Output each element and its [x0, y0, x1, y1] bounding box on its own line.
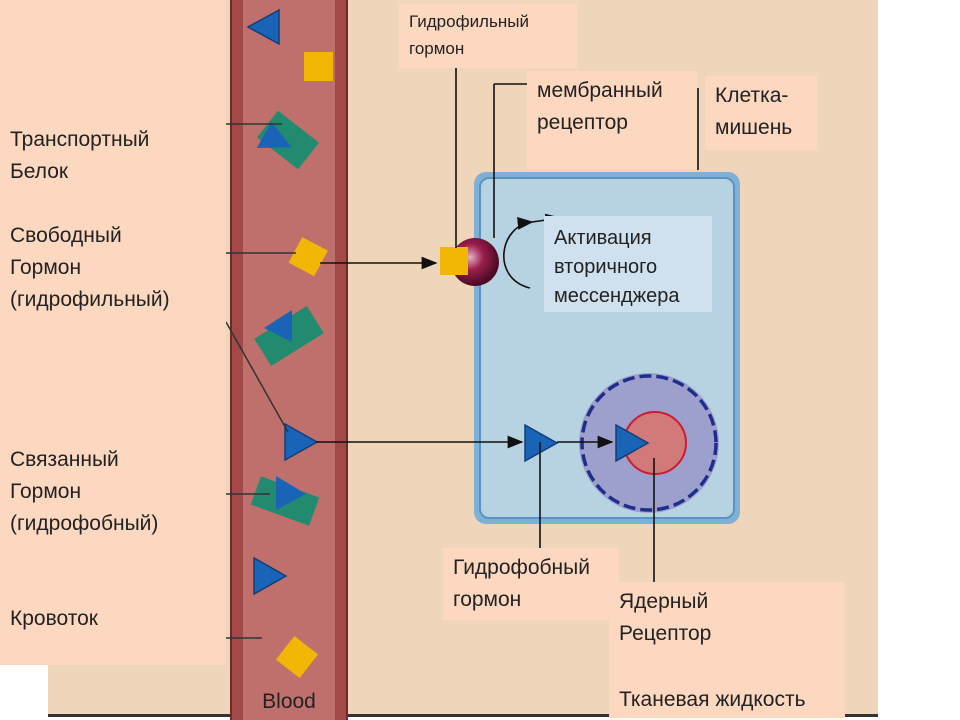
bound-complex-3 [250, 476, 320, 526]
hormone-square-2 [288, 237, 328, 277]
hormone-triangle-1 [246, 8, 280, 46]
bound-complex-1 [256, 110, 319, 170]
bound-complex-2 [254, 306, 324, 366]
label-bloodstream: Кровоток [10, 607, 98, 630]
hormone-in-cytoplasm [524, 423, 559, 463]
bound-hydrophilic-hormone [440, 247, 468, 275]
hormone-square-3 [275, 635, 319, 679]
hormone-square-1 [304, 52, 333, 81]
label-second-messenger: Активация вторичного мессенджера [544, 216, 712, 312]
label-target-cell: Клетка- мишень [705, 76, 817, 150]
bottom-left-white-gap [0, 665, 48, 720]
blood-vessel [230, 0, 348, 720]
label-membrane-receptor: мембранный рецептор [527, 71, 697, 169]
bottom-line [48, 714, 878, 717]
label-hydrophobic-hormone: Гидрофобный гормон [443, 548, 619, 620]
label-transport-protein: Транспортный Белок [10, 128, 150, 183]
label-tissue-fluid: Тканевая жидкость [619, 688, 806, 711]
hormone-triangle-3 [253, 556, 288, 596]
transport-protein-label [0, 0, 226, 665]
label-bound-hormone: Связанный Гормон (гидрофобный) [10, 448, 159, 535]
label-hydrophilic-hormone: Гидрофильный гормон [399, 4, 577, 68]
label-blood: Blood [262, 690, 316, 713]
label-free-hormone: Свободный Гормон (гидрофильный) [10, 224, 170, 311]
hormone-on-nuclear-receptor [615, 423, 650, 463]
hormone-triangle-free [284, 422, 319, 462]
label-nuclear-receptor: Ядерный Рецептор [609, 582, 845, 718]
